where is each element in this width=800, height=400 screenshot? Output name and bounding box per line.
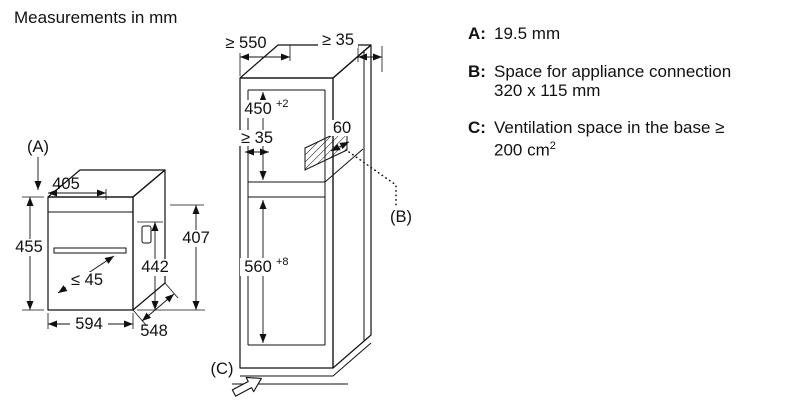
- cabinet-dim-35-top-label: ≥ 35: [322, 31, 354, 49]
- oven-dim-407-label: 407: [182, 229, 210, 247]
- cabinet-dim-450-label: 450: [244, 100, 272, 118]
- legend: A: 19.5 mm B: Space for appliance connec…: [468, 24, 790, 160]
- cabinet-dim-450-tolerance: +2: [276, 98, 289, 110]
- leader-line-b: [348, 151, 397, 207]
- label-a: (A): [27, 138, 49, 156]
- label-c: (C): [211, 360, 234, 378]
- cabinet-dim-560-tolerance: +8: [276, 256, 289, 268]
- cabinet-dim-35-inner-label: ≥ 35: [241, 129, 273, 147]
- legend-text-a: 19.5 mm: [494, 24, 561, 43]
- oven-dim-594-label: 594: [75, 315, 103, 333]
- legend-item-a: A: 19.5 mm: [468, 24, 790, 44]
- ventilation-arrow: [231, 376, 262, 397]
- cabinet-drawing: [232, 44, 372, 385]
- page-title: Measurements in mm: [14, 8, 178, 27]
- oven-dim-405-label: 405: [52, 175, 80, 193]
- plinth-line: [240, 342, 372, 377]
- label-b: (B): [390, 208, 412, 226]
- legend-text-c: Ventilation space in the base ≥ 200 cm2: [494, 118, 725, 160]
- cabinet-dim-550-label: ≥ 550: [225, 34, 266, 52]
- oven-dim-max45-label: ≤ 45: [71, 271, 103, 289]
- legend-item-c: C: Ventilation space in the base ≥ 200 c…: [468, 118, 790, 160]
- side-fixing-slot: [141, 225, 152, 244]
- legend-text-b: Space for appliance connection 320 x 115…: [494, 62, 732, 100]
- legend-key-c: C:: [468, 118, 486, 137]
- oven-dim-548-label: 548: [140, 322, 168, 340]
- oven-dim-455-label: 455: [15, 238, 43, 256]
- oven-dim-442-label: 442: [141, 258, 169, 276]
- legend-key-a: A:: [468, 24, 486, 43]
- legend-item-b: B: Space for appliance connection 320 x …: [468, 62, 790, 100]
- cabinet-dim-560-label: 560: [244, 258, 272, 276]
- legend-key-b: B:: [468, 62, 486, 81]
- cabinet-dim-60-label: 60: [333, 119, 351, 137]
- oven-dimensions: [22, 157, 205, 329]
